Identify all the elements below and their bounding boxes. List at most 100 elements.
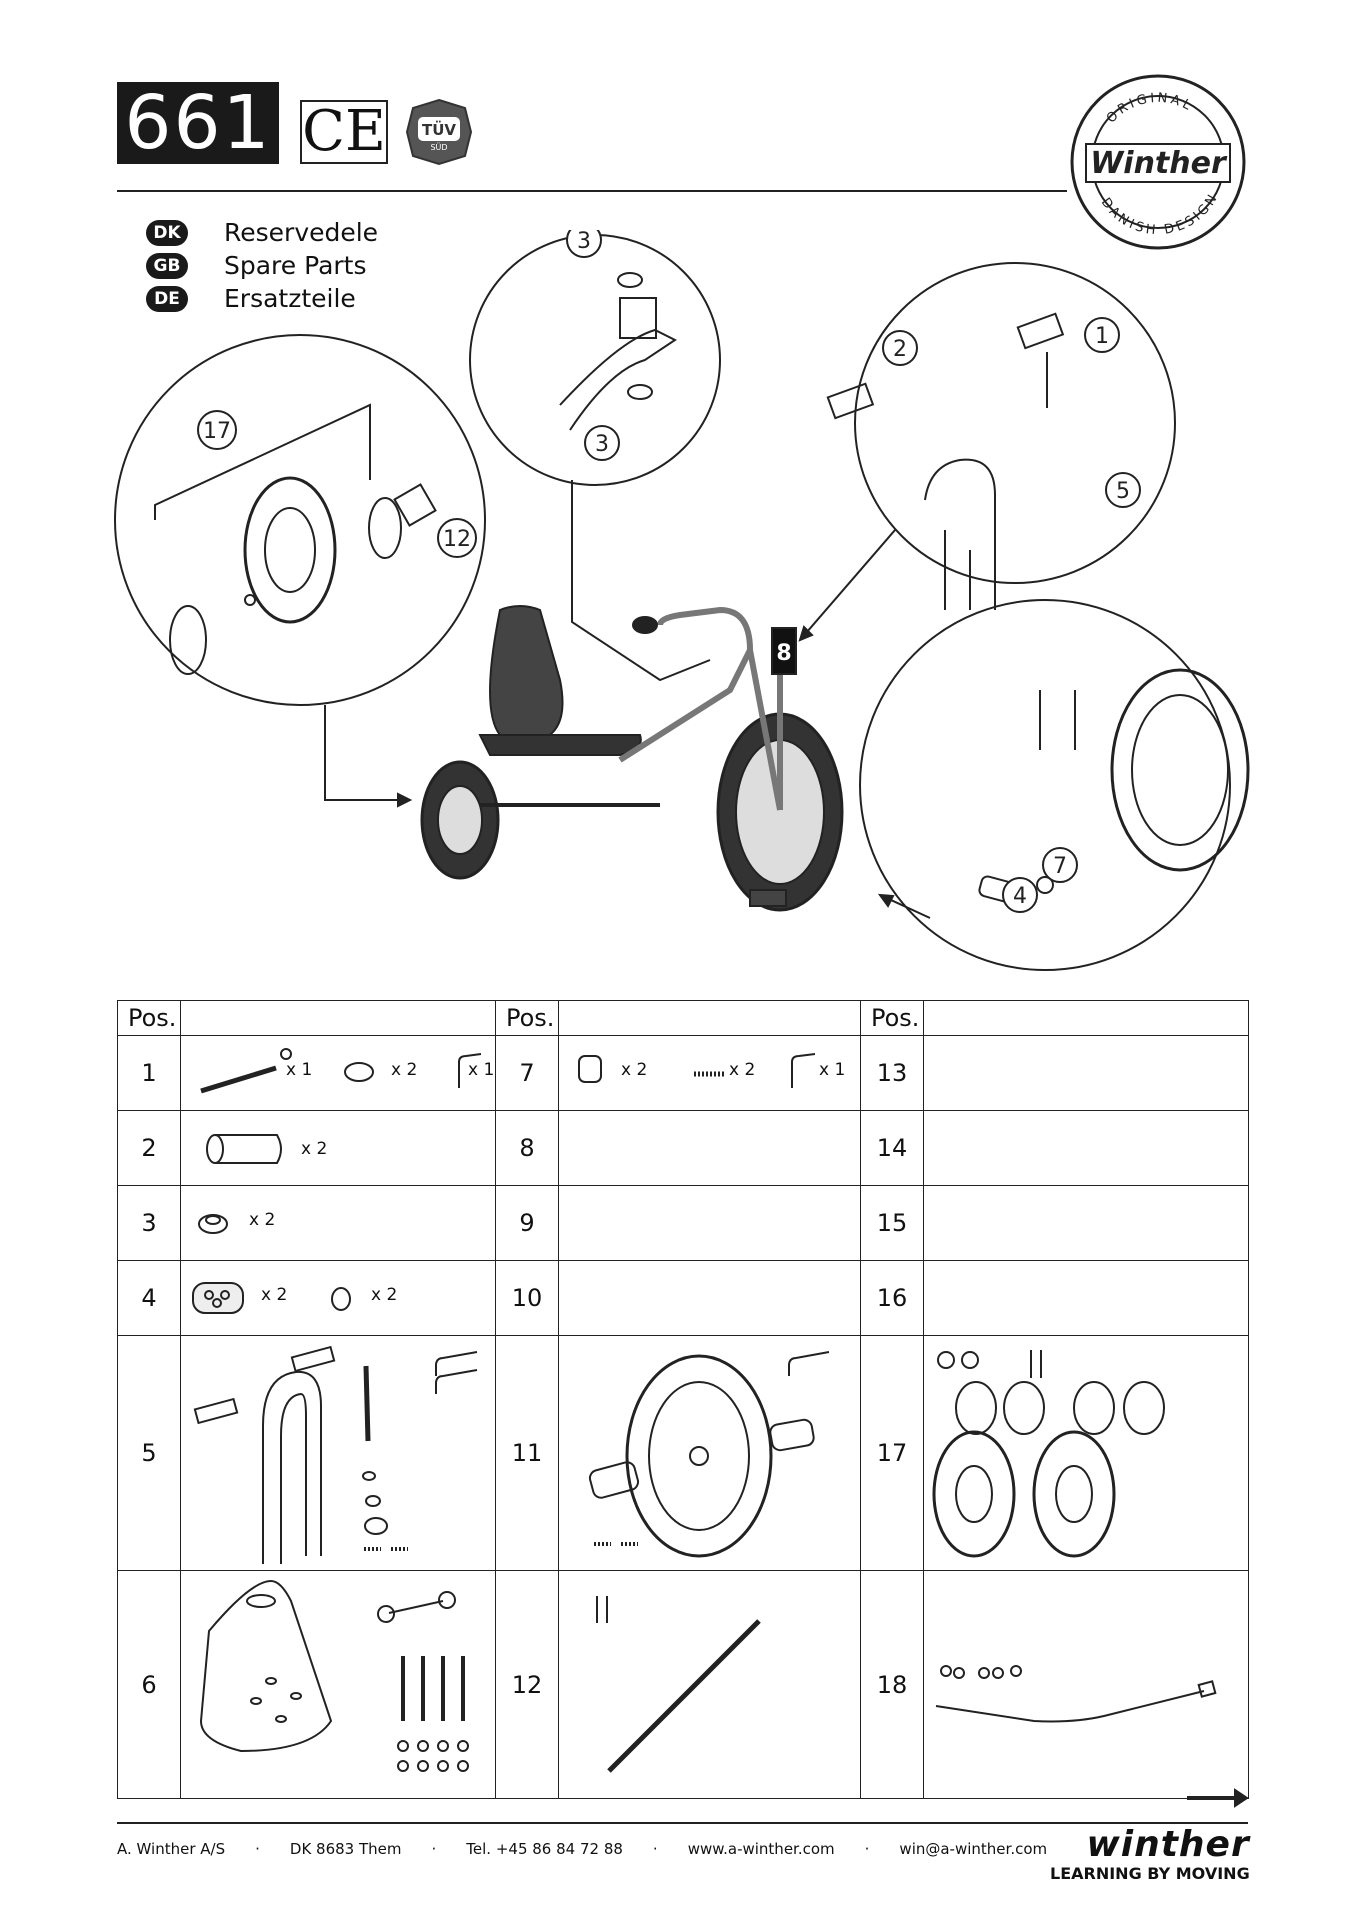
pos-number: 4 <box>117 1260 181 1336</box>
qty-label: x 1 <box>819 1060 846 1080</box>
front-wheel-assembly-icon <box>588 1351 830 1558</box>
winther-logo: ORIGINAL DANISH DESIGN Winther <box>1068 72 1248 256</box>
table-row: 5 11 <box>117 1335 1249 1571</box>
table-row: 6 12 18 <box>117 1570 1249 1799</box>
callout-2 <box>882 330 918 366</box>
part-image-cell <box>558 1335 861 1571</box>
lang-badge-dk: DK <box>146 219 188 246</box>
pointer-line-head <box>571 480 711 682</box>
pos-number: 3 <box>117 1185 181 1261</box>
part-image-cell <box>180 1335 496 1571</box>
footer-contacts: A. Winther A/S · DK 8683 Them · Tel. +45… <box>117 1840 1047 1858</box>
callout-1 <box>1084 317 1120 353</box>
lang-badge-gb: GB <box>146 252 188 279</box>
tuv-badge: TÜV SÜD <box>405 98 473 170</box>
pointer-line-handlebar <box>799 529 896 641</box>
pos-number: 16 <box>860 1260 924 1336</box>
part-image-cell <box>558 1110 861 1186</box>
svg-text:1: 1 <box>1095 324 1109 349</box>
pos-number: 7 <box>495 1035 559 1111</box>
qty-label: x 2 <box>261 1285 288 1305</box>
pedal-nut-icon <box>192 1282 351 1314</box>
clamp-spring-key-icon <box>578 1053 816 1088</box>
part-image-cell: x 2 x 2 x 1 <box>558 1035 861 1111</box>
table-row: 3 x 2 9 15 <box>117 1185 1249 1261</box>
part-image-cell <box>923 1335 1249 1571</box>
product-number: 661 <box>117 82 279 164</box>
detail-circle-wheel <box>114 334 486 706</box>
qty-label: x 2 <box>729 1060 756 1080</box>
bearing-icon <box>198 1214 228 1234</box>
lang-label-gb: Spare Parts <box>224 251 367 280</box>
footer-separator: · <box>255 1840 260 1858</box>
part-image-cell: x 2 <box>180 1185 496 1261</box>
qty-label: x 1 <box>468 1060 495 1080</box>
brand-tagline: LEARNING BY MOVING <box>1050 1864 1250 1883</box>
ce-mark: CE <box>300 100 388 164</box>
callout-5 <box>1105 472 1141 508</box>
part-image-cell <box>558 1260 861 1336</box>
footer-web[interactable]: www.a-winther.com <box>687 1840 835 1858</box>
header-img <box>558 1000 861 1036</box>
pos-number: 9 <box>495 1185 559 1261</box>
table-header-row: Pos. Pos. Pos. <box>117 1000 1249 1036</box>
svg-text:2: 2 <box>893 337 907 362</box>
lang-label-dk: Reservedele <box>224 218 379 247</box>
footer-separator: · <box>431 1840 437 1858</box>
arrow-right-icon <box>1187 1788 1249 1808</box>
qty-label: x 2 <box>301 1139 328 1159</box>
lang-label-de: Ersatzteile <box>224 284 356 313</box>
seat-number-plate: 8 <box>776 641 791 666</box>
svg-text:12: 12 <box>443 527 471 552</box>
footer-company: A. Winther A/S <box>117 1840 226 1858</box>
lang-row-gb: GB Spare Parts <box>146 251 367 280</box>
pointer-line-wheel <box>324 705 410 801</box>
footer-separator: · <box>864 1840 870 1858</box>
pos-number: 15 <box>860 1185 924 1261</box>
pos-number: 11 <box>495 1335 559 1571</box>
part-image-cell: x 1 x 2 x 1 <box>180 1035 496 1111</box>
fork-handlebar-assembly-icon <box>193 1345 478 1564</box>
pos-number: 5 <box>117 1335 181 1571</box>
part-image-cell <box>923 1185 1249 1261</box>
part-image-cell: x 2 <box>180 1110 496 1186</box>
qty-label: x 2 <box>371 1285 398 1305</box>
callout-7 <box>1042 847 1078 883</box>
qty-label: x 2 <box>621 1060 648 1080</box>
footer-divider <box>117 1822 1248 1824</box>
pos-number: 10 <box>495 1260 559 1336</box>
tuv-sub-text: SÜD <box>430 142 447 152</box>
spare-parts-table: Pos. Pos. Pos. 1 x 1 x 2 x 1 7 x 2 x 2 <box>117 1000 1249 1799</box>
footer-brand: winther LEARNING BY MOVING <box>1050 1826 1250 1884</box>
svg-text:17: 17 <box>203 419 231 444</box>
table-row: 1 x 1 x 2 x 1 7 x 2 x 2 x 1 13 <box>117 1035 1249 1111</box>
part-image-cell <box>923 1570 1249 1799</box>
axle-nut-key-icon <box>200 1048 482 1094</box>
callout-12 <box>437 518 477 558</box>
part-image-cell <box>180 1570 496 1799</box>
part-image-cell: x 2 x 2 <box>180 1260 496 1336</box>
pos-number: 8 <box>495 1110 559 1186</box>
logo-name: Winther <box>1090 146 1228 181</box>
part-image-cell <box>558 1185 861 1261</box>
footer-email[interactable]: win@a-winther.com <box>899 1840 1048 1858</box>
pos-number: 17 <box>860 1335 924 1571</box>
footer-city: DK 8683 Them <box>289 1840 402 1858</box>
part-image-cell <box>923 1260 1249 1336</box>
pos-number: 6 <box>117 1570 181 1799</box>
table-row: 4 x 2 x 2 10 16 <box>117 1260 1249 1336</box>
detail-circle-handlebar <box>854 262 1176 584</box>
pos-number: 12 <box>495 1570 559 1799</box>
rear-wheel-set-icon <box>932 1350 1165 1558</box>
table-row: 2 x 2 8 14 <box>117 1110 1249 1186</box>
header-divider <box>117 190 1067 192</box>
qty-label: x 1 <box>286 1060 313 1080</box>
callout-3b <box>584 425 620 461</box>
seat-bolts-wrench-icon <box>199 1579 469 1772</box>
part-image-cell <box>558 1570 861 1799</box>
detail-circle-front <box>859 599 1231 971</box>
callout-4 <box>1002 877 1038 913</box>
pos-number: 14 <box>860 1110 924 1186</box>
header-pos: Pos. <box>117 1000 181 1036</box>
header-img <box>180 1000 496 1036</box>
